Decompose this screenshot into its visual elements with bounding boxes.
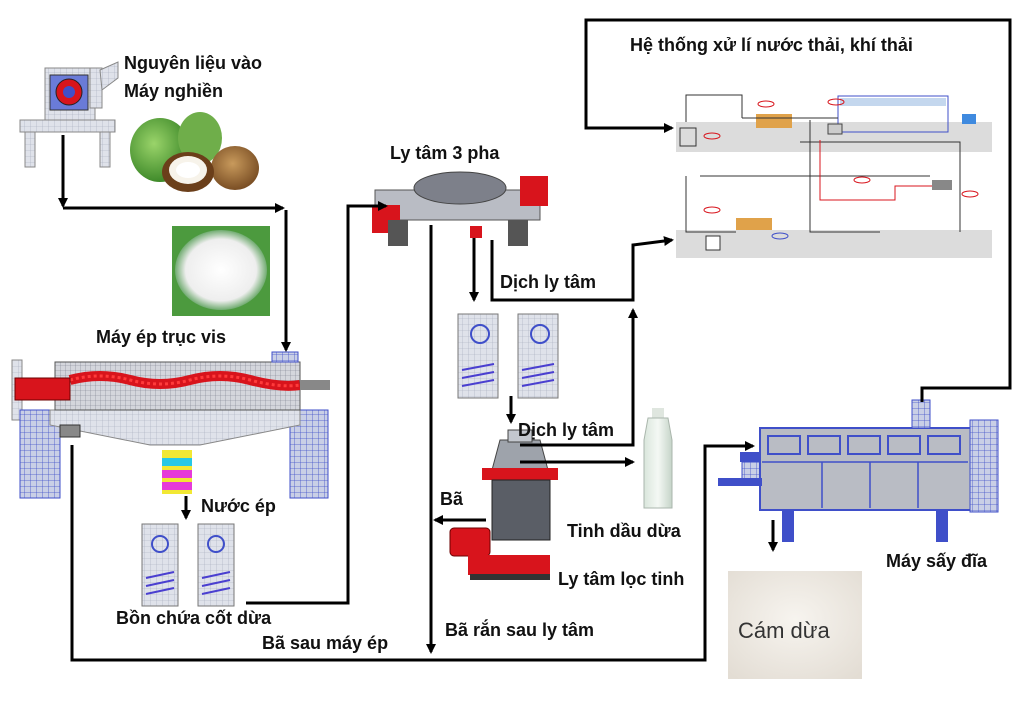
label-centrifuge-liquid-2: Dịch ly tâm [518, 420, 615, 440]
label-wastewater-system: Hệ thống xử lí nước thải, khí thải [630, 35, 913, 55]
label-coconut-oil: Tinh dầu dừa [567, 521, 681, 541]
label-solid-residue-after-centrifuge: Bã rắn sau ly tâm [445, 620, 595, 640]
label-centrifuge-liquid-1: Dịch ly tâm [500, 272, 597, 292]
label-purifier-centrifuge: Ly tâm lọc tinh [558, 569, 685, 589]
three-phase-centrifuge [372, 171, 548, 246]
label-screw-press: Máy ép trục vis [96, 327, 227, 347]
label-three-phase-centrifuge: Ly tâm 3 pha [390, 143, 500, 163]
arrow-to-3phase [246, 201, 388, 605]
label-disc-dryer: Máy sấy đĩa [886, 551, 988, 571]
arrow-purifier-liquid-up [520, 308, 638, 447]
grinder-machine [19, 61, 119, 168]
purifier-centrifuge [449, 429, 558, 580]
centrifuge-liquid-tanks [457, 313, 559, 399]
coconut-image [130, 112, 259, 192]
arrow-dryer-to-wastewater [584, 18, 1012, 402]
disc-dryer-machine [718, 399, 999, 542]
coconut-milk-tanks [141, 523, 235, 607]
arrow-liquid-to-wastewater [490, 236, 674, 302]
label-coconut-milk-tank: Bồn chứa cốt dừa [116, 608, 272, 628]
coconut-oil-bottle [643, 408, 673, 509]
arrow-residue-to-dryer [70, 441, 755, 662]
label-press-juice: Nước ép [201, 496, 276, 516]
coconut-bran-image [728, 571, 862, 679]
label-coconut-bran: Cám dừa [738, 618, 830, 643]
screw-press-machine [11, 351, 330, 499]
flow-arrows [58, 18, 1012, 662]
label-residue: Bã [440, 489, 464, 509]
label-raw-material: Nguyên liệu vào [124, 53, 263, 73]
wastewater-plant-schematic [676, 94, 992, 258]
label-grinder: Máy nghiền [124, 81, 224, 101]
label-residue-after-press: Bã sau máy ép [262, 633, 389, 653]
